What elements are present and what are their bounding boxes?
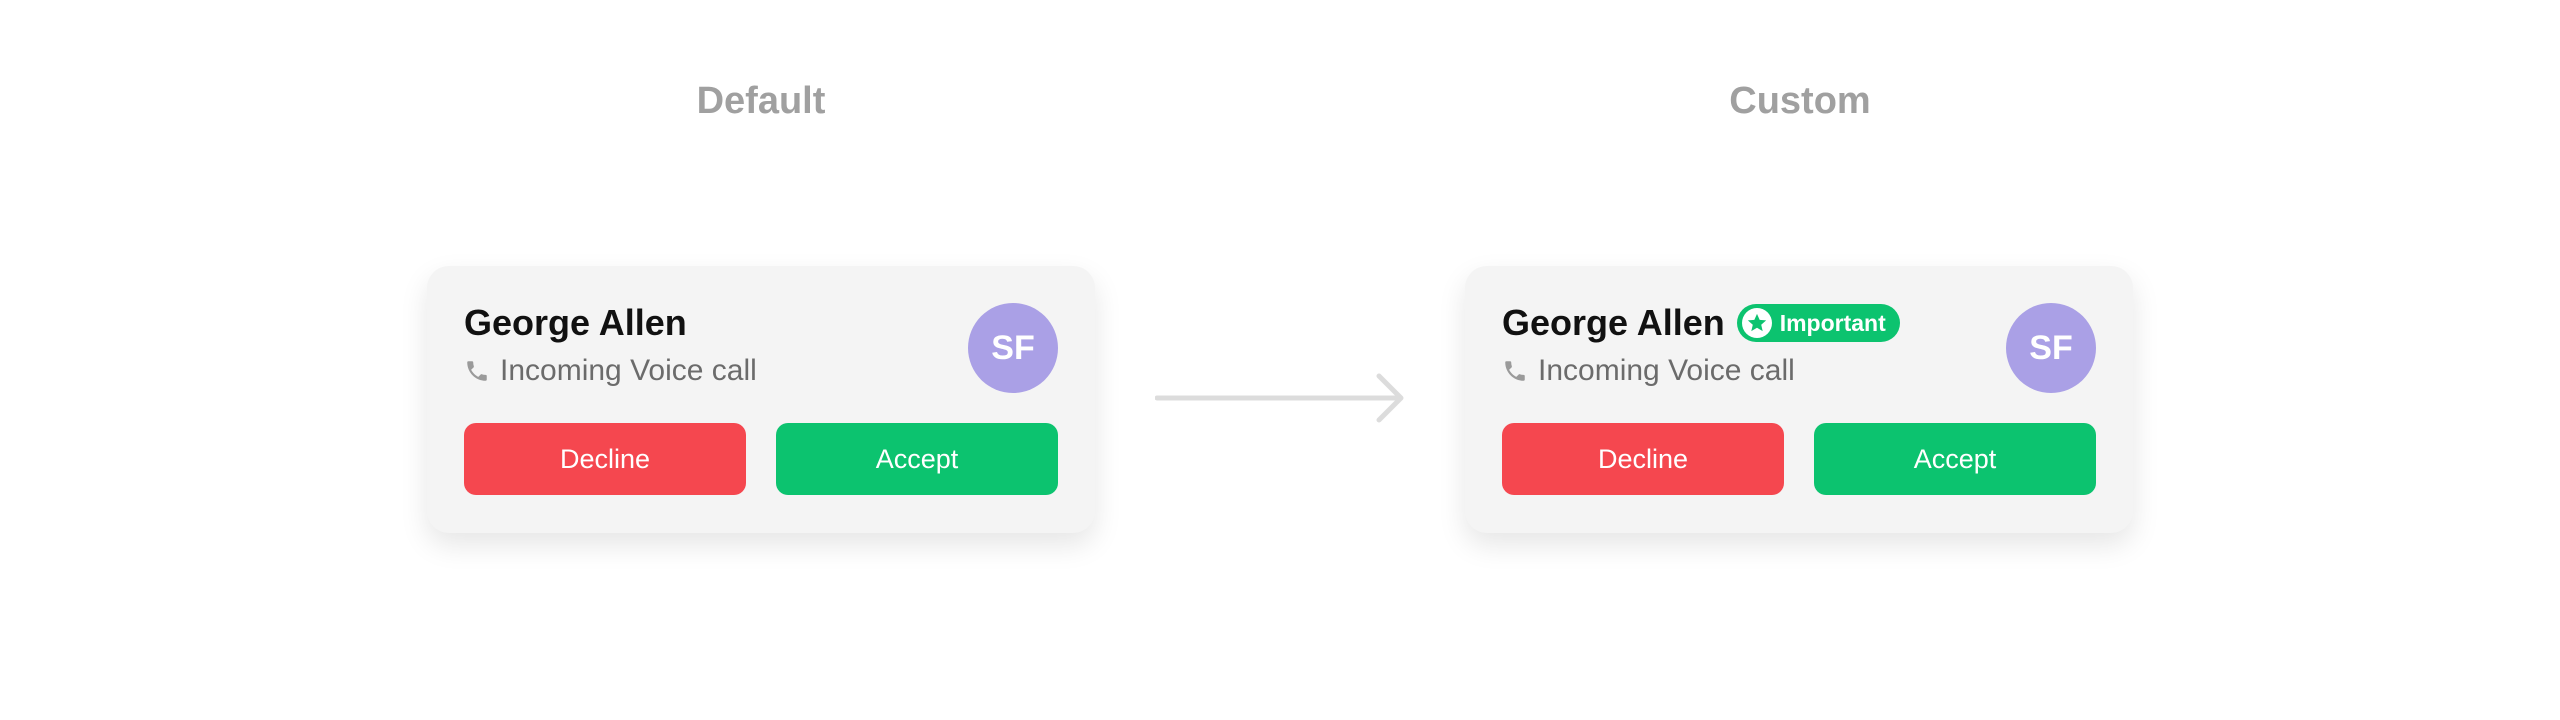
avatar: SF bbox=[2006, 303, 2096, 393]
arrow-right-icon bbox=[1155, 373, 1404, 423]
badge-label: Important bbox=[1779, 309, 1886, 336]
phone-icon bbox=[1505, 361, 1525, 381]
caller-name: George Allen bbox=[1502, 302, 1725, 343]
default-call-card: George Allen Incoming Voice call SF Decl… bbox=[427, 266, 1095, 533]
avatar: SF bbox=[968, 303, 1058, 393]
default-heading: Default bbox=[696, 80, 826, 122]
decline-button[interactable]: Decline bbox=[464, 423, 746, 495]
call-subtitle: Incoming Voice call bbox=[500, 354, 757, 387]
caller-name: George Allen bbox=[464, 302, 687, 343]
call-subtitle: Incoming Voice call bbox=[1538, 354, 1795, 387]
custom-call-card: George Allen Important Incoming Voice ca… bbox=[1465, 266, 2133, 533]
decline-button[interactable]: Decline bbox=[1502, 423, 1784, 495]
important-badge: Important bbox=[1736, 304, 1900, 342]
star-icon bbox=[1741, 308, 1772, 338]
custom-heading: Custom bbox=[1729, 80, 1871, 122]
accept-button[interactable]: Accept bbox=[1814, 423, 2096, 495]
accept-button[interactable]: Accept bbox=[776, 423, 1058, 495]
phone-icon bbox=[467, 361, 487, 381]
